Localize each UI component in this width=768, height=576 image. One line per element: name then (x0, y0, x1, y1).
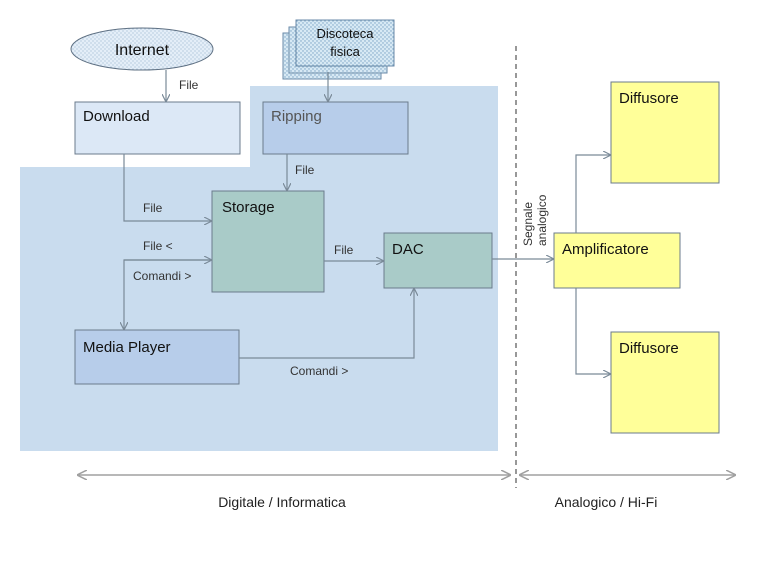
edge-label-download-storage: File (143, 201, 163, 215)
ripping-node (262, 101, 409, 155)
diffusore-top-label: Diffusore (619, 90, 679, 107)
edge-label-ripping-storage: File (295, 163, 315, 177)
storage-node (211, 190, 325, 293)
download-node (74, 101, 241, 155)
digital-zone-label: Digitale / Informatica (218, 494, 346, 510)
diffusore-top-node (610, 81, 720, 184)
edge-label-comandi-dac: Comandi > (290, 364, 348, 378)
edge-label-internet-download: File (179, 78, 199, 92)
analog-zone-label: Analogico / Hi-Fi (555, 494, 658, 510)
edge-download-storage (123, 154, 211, 221)
edge-amp-diffusore-top (575, 155, 610, 233)
diffusore-bottom-label: Diffusore (619, 340, 679, 357)
dac-label: DAC (392, 241, 424, 258)
discoteca-node (295, 19, 395, 67)
edge-label-analogico: analogico (535, 194, 549, 246)
edge-label-file-back: File < (143, 239, 173, 253)
amplificatore-label: Amplificatore (562, 241, 649, 258)
discoteca-label-2: fisica (330, 44, 360, 59)
edge-label-comandi-storage: Comandi > (133, 269, 191, 283)
edge-amp-diffusore-bottom (575, 288, 610, 374)
diffusore-bottom-node (610, 331, 720, 434)
edge-mediaplayer-dac (239, 289, 414, 359)
dac-node (383, 232, 493, 289)
internet-label: Internet (115, 42, 170, 59)
edge-label-storage-dac: File (334, 243, 354, 257)
discoteca-label-1: Discoteca (316, 26, 374, 41)
internet-node (70, 27, 214, 71)
edge-label-segnale: Segnale (521, 202, 535, 246)
media-player-node (74, 329, 240, 385)
storage-label: Storage (222, 199, 275, 216)
media-player-label: Media Player (83, 339, 171, 356)
download-label: Download (83, 108, 150, 125)
ripping-label: Ripping (271, 108, 322, 125)
amplificatore-node (553, 232, 681, 289)
